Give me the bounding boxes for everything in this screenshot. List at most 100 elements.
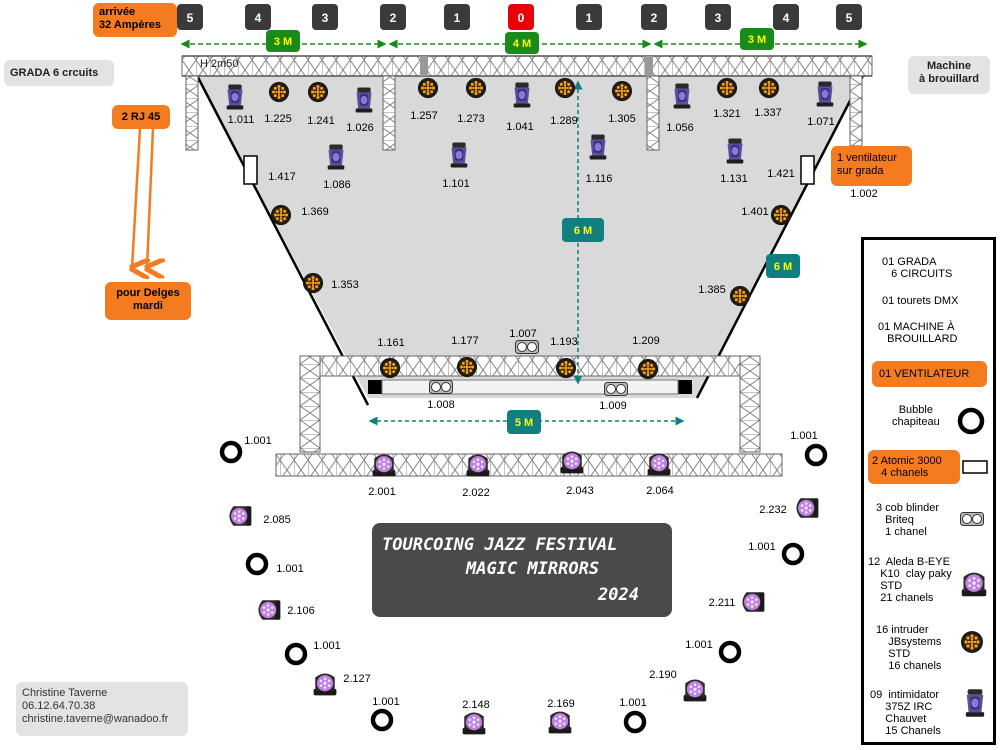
aleda-beye-icon: [796, 498, 819, 518]
height-note: H 2m50: [200, 58, 239, 70]
delges-line1: pour Delges: [116, 287, 180, 299]
festival-title-panel: TOURCOING JAZZ FESTIVAL MAGIC MIRRORS 20…: [372, 523, 672, 617]
fixture-label: 1.417: [268, 171, 296, 183]
fixture-label: 1.353: [331, 279, 359, 291]
position-number-label: 2: [390, 11, 397, 25]
dim-left-box: [266, 30, 300, 52]
fixture-label: 1.257: [410, 110, 438, 122]
dim-width-box: [507, 410, 541, 434]
dim-width-5m: 5 M: [515, 417, 533, 429]
fixture-label: 1.241: [307, 115, 335, 127]
title-line2: MAGIC MIRRORS: [466, 559, 600, 579]
fixture-label: 1.289: [550, 115, 578, 127]
atomic-3000-right: [800, 155, 815, 185]
fixture-label: 2.127: [343, 673, 371, 685]
intruder-icon: [417, 77, 439, 99]
fixture-label: 1.001: [790, 430, 818, 442]
aleda-beye-icon: [548, 711, 572, 734]
aleda-beye-icon: [647, 453, 671, 476]
stage-area: [190, 62, 870, 398]
delges-note: pour Delges mardi: [105, 282, 191, 320]
fixture-label: 2.169: [547, 698, 575, 710]
aleda-beye-icon: [560, 451, 584, 474]
bubble-icon: [284, 642, 308, 666]
aleda-beye-icon: [372, 454, 396, 477]
legend-intruder: 16 intruder JBsystems STD 16 chanels: [876, 624, 942, 672]
bubble-icon: [957, 407, 985, 435]
fixture-label: 1.041: [506, 121, 534, 133]
intimidator-icon: [450, 142, 468, 168]
aleda-beye-icon: [229, 506, 252, 526]
legend-tourets: 01 tourets DMX: [882, 295, 959, 307]
atomic-icon: [962, 460, 988, 474]
intimidator-icon: [589, 134, 607, 160]
fixture-label: 2.022: [462, 487, 490, 499]
dimension-labels: 3 M 4 M 3 M 6 M 6 M 5 M: [266, 28, 800, 434]
position-number-label: 3: [322, 11, 329, 25]
intruder-icon: [637, 358, 659, 380]
fixture-label: 2.106: [287, 605, 315, 617]
intruder-icon: [716, 77, 738, 99]
aleda-beye-icon: [313, 673, 337, 696]
aleda-beye-icon: [742, 592, 765, 612]
delges-line2: mardi: [133, 300, 163, 312]
power-arrival-note: arrivée 32 Ampères: [93, 3, 177, 37]
intruder-icon: [555, 357, 577, 379]
intimidator-icon: [355, 87, 373, 113]
legend-atomic: 2 Atomic 3000 4 chanels: [872, 455, 942, 479]
fixture-label: 2.211: [709, 597, 736, 609]
fixture-label: 1.011: [228, 114, 255, 126]
fixture-label: 1.086: [323, 179, 351, 191]
position-number-0: 5: [177, 4, 203, 30]
dim-depth-box: [562, 218, 604, 242]
intruder-icon: [465, 77, 487, 99]
fixture-label: 1.369: [301, 206, 329, 218]
dim-left-3m: 3 M: [274, 36, 292, 48]
dim-side-6m: 6 M: [774, 261, 792, 273]
bubble-icon: [718, 640, 742, 664]
fan-line2: sur grada: [837, 165, 884, 177]
position-number-label: 4: [783, 11, 790, 25]
grada-note: GRADA 6 crcuits: [4, 60, 114, 86]
atomic-3000-left: [243, 155, 258, 185]
fixture-label: 2.148: [462, 699, 490, 711]
intruder-icon: [456, 356, 478, 378]
bubble-icon: [370, 708, 394, 732]
rj45-arrows: [132, 127, 153, 268]
aleda-beye-icon: [466, 454, 490, 477]
fixture-label: 1.001: [685, 639, 713, 651]
fixture-label: 1.116: [586, 173, 613, 185]
position-number-label: 1: [454, 11, 461, 25]
position-number-2: 3: [312, 4, 338, 30]
intimidator-icon: [226, 84, 244, 110]
fixture-label: 1.385: [698, 284, 726, 296]
position-number-label: 1: [586, 11, 593, 25]
intruder-icon: [729, 285, 751, 307]
intimidator-icon: [726, 138, 744, 164]
fixture-label: 1.026: [346, 122, 374, 134]
intruder-icon: [758, 77, 780, 99]
fixture-label: 2.001: [368, 486, 396, 498]
fixture-label: 1.008: [427, 399, 455, 411]
fixture-label: 1.193: [550, 336, 578, 348]
position-number-label: 2: [651, 11, 658, 25]
floor-truss: [275, 453, 783, 477]
legend-ventilateur-box: 01 VENTILATEUR: [872, 361, 987, 387]
position-number-8: 3: [705, 4, 731, 30]
position-number-label: 5: [187, 11, 194, 25]
intruder-icon: [379, 357, 401, 379]
dim-right-box: [740, 28, 774, 50]
fixture-label: 2.232: [759, 504, 787, 516]
contact-email[interactable]: christine.taverne@wanadoo.fr: [22, 713, 169, 725]
dim-side-box: [766, 254, 800, 278]
position-number-label: 4: [255, 11, 262, 25]
dim-center-box: [505, 32, 539, 54]
fixture-label: 2.064: [646, 485, 674, 497]
intruder-icon: [307, 81, 329, 103]
position-number-label: 3: [715, 11, 722, 25]
fixture-label: 1.273: [457, 113, 485, 125]
fixture-label: 1.131: [720, 173, 748, 185]
bubble-icon: [219, 440, 243, 464]
